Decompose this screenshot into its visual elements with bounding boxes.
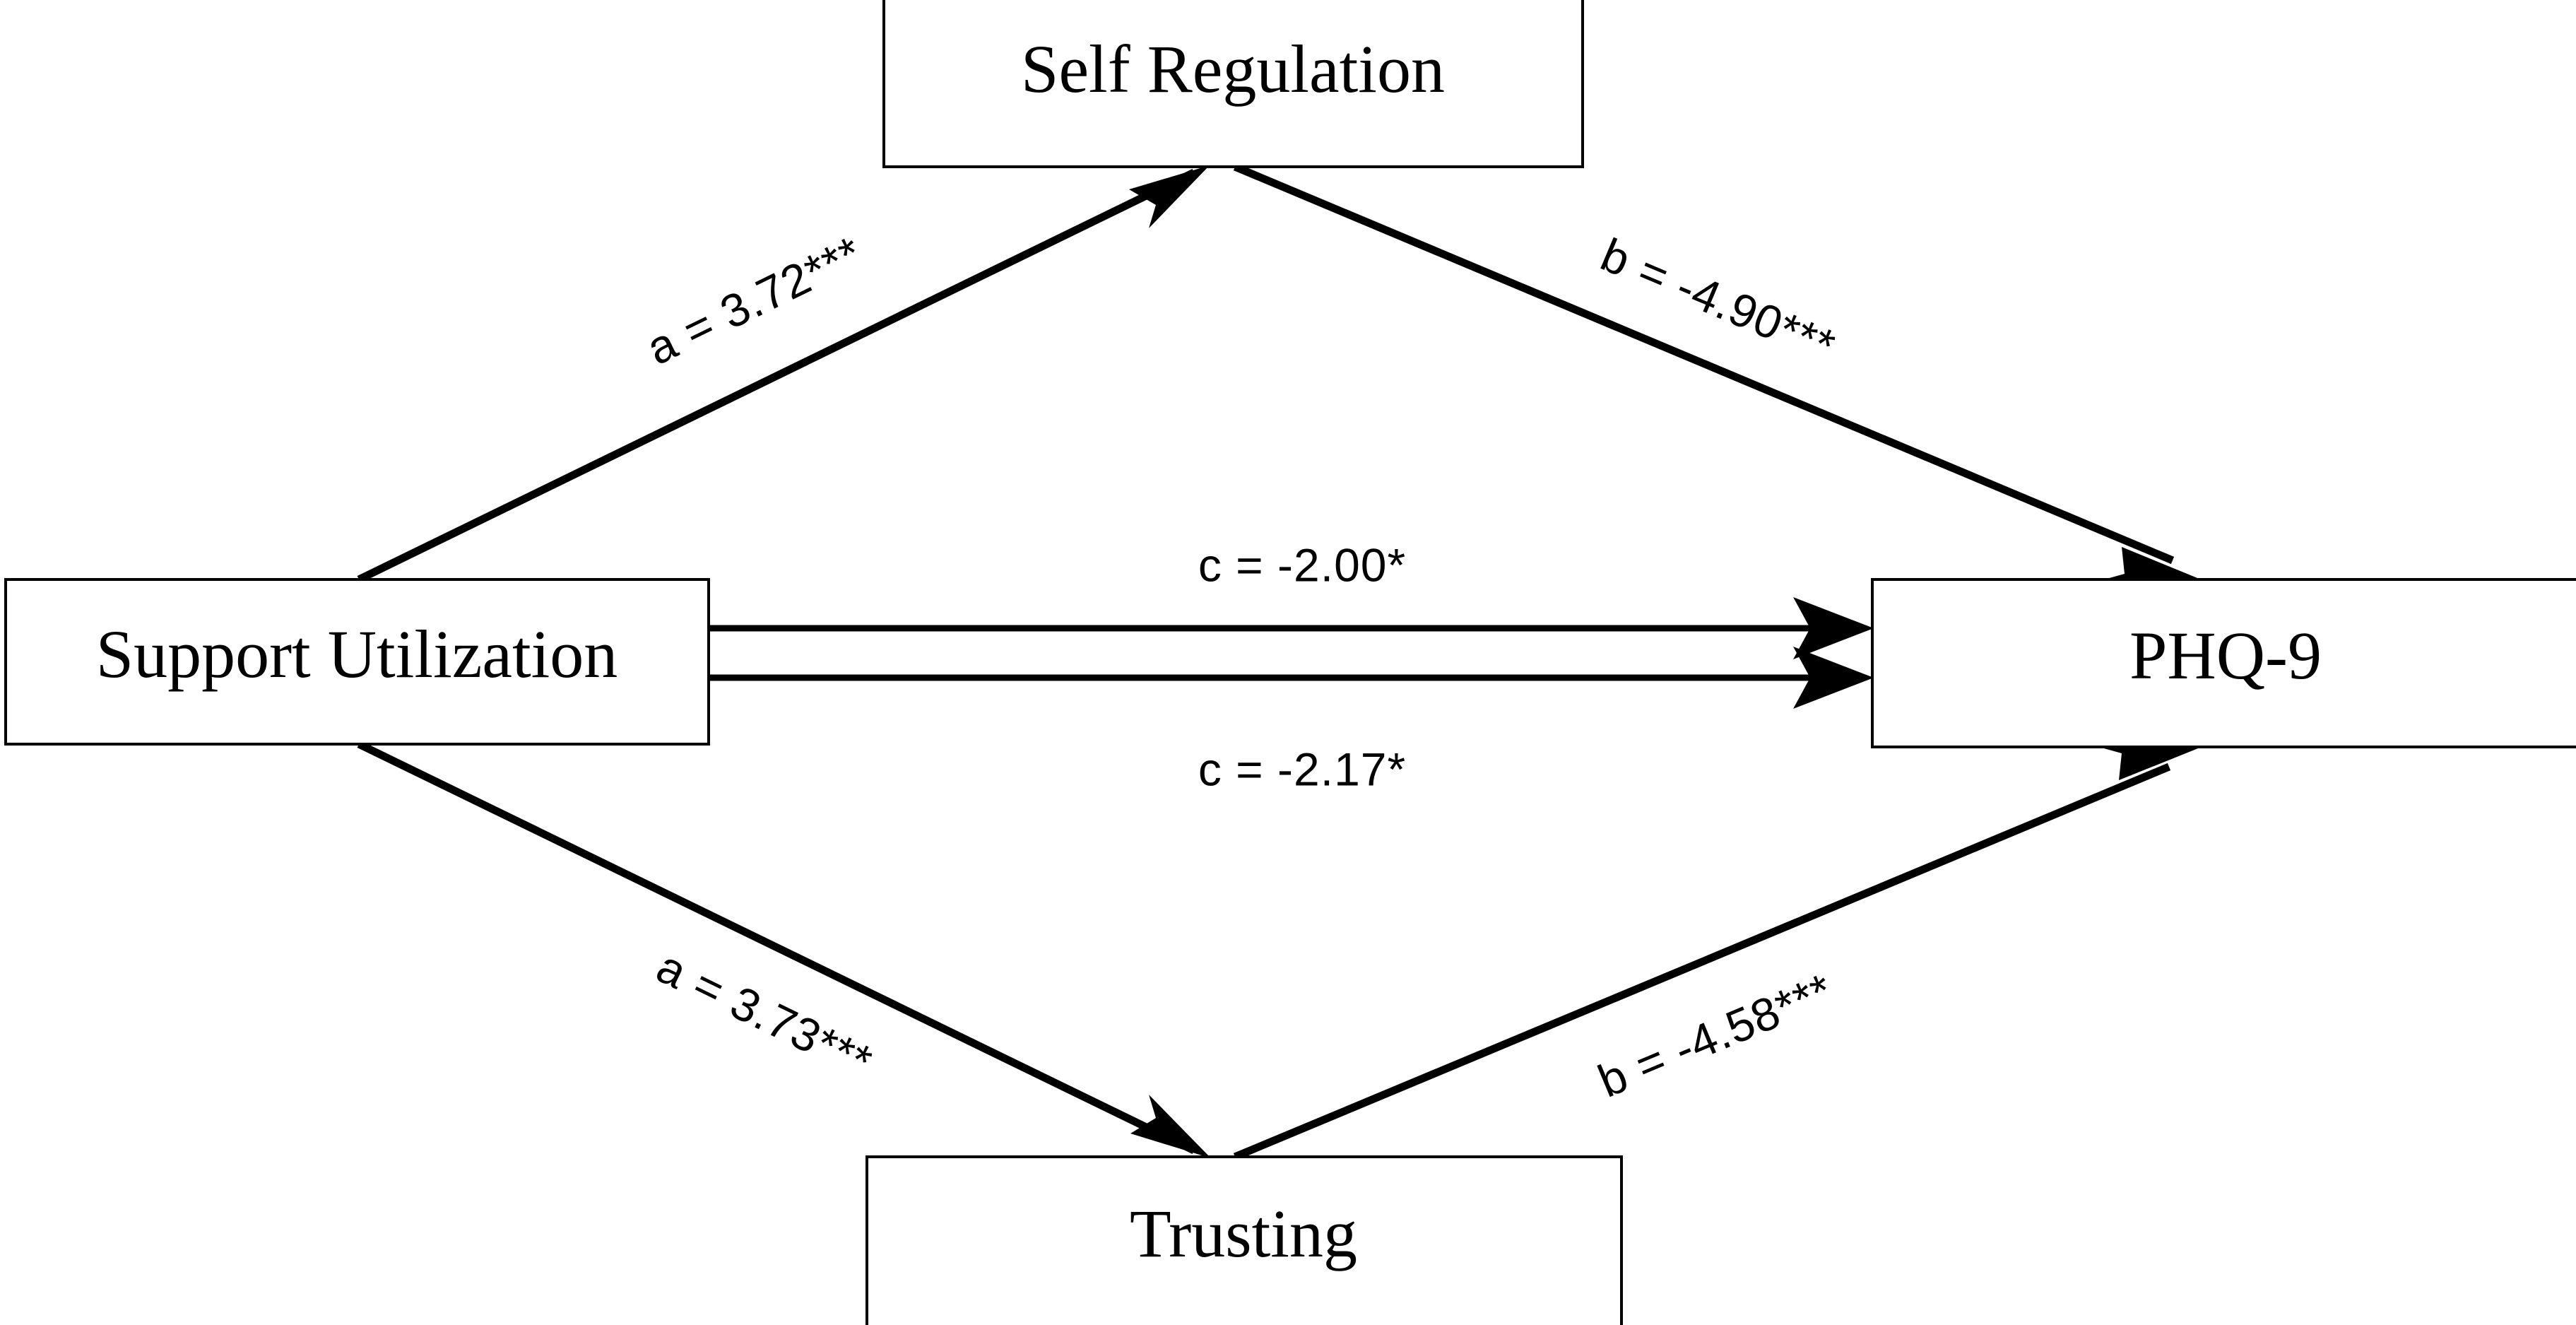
node-trusting-label: Trusting bbox=[1130, 1196, 1357, 1271]
edge-a-top bbox=[357, 165, 1210, 583]
node-support-utilization-box[interactable] bbox=[4, 578, 710, 746]
edge-label-b-bottom: b = -4.58*** bbox=[1590, 963, 1840, 1107]
edge-a-top-line bbox=[357, 169, 1196, 583]
node-self-regulation-box[interactable] bbox=[882, 0, 1584, 168]
edge-label-a-bottom: a = 3.73*** bbox=[649, 940, 881, 1088]
node-self-regulation[interactable]: Self Regulation bbox=[882, 0, 1584, 168]
node-trusting[interactable]: Trusting bbox=[865, 1155, 1623, 1325]
node-phq9-box[interactable] bbox=[1871, 578, 2576, 748]
node-trusting-box[interactable] bbox=[865, 1155, 1623, 1325]
edge-b-bottom bbox=[1233, 746, 2202, 1161]
edge-b-top-line bbox=[1233, 163, 2175, 565]
edge-c-upper bbox=[709, 597, 1874, 659]
edge-a-top-arrowhead bbox=[1129, 165, 1210, 228]
node-phq9[interactable]: PHQ-9 bbox=[1871, 578, 2576, 748]
edge-b-top-arrowhead bbox=[2099, 547, 2204, 581]
edge-label-a-top: a = 3.72*** bbox=[639, 226, 870, 375]
node-self-regulation-label: Self Regulation bbox=[1021, 31, 1445, 107]
node-support-utilization[interactable]: Support Utilization bbox=[4, 578, 710, 746]
edge-b-bottom-line bbox=[1233, 762, 2171, 1161]
edge-b-top bbox=[1233, 163, 2204, 581]
edge-label-c-lower: c = -2.17* bbox=[1198, 743, 1406, 795]
edge-c-lower bbox=[709, 647, 1874, 709]
edge-c-lower-arrowhead bbox=[1793, 647, 1874, 709]
edge-a-bottom-line bbox=[357, 741, 1196, 1154]
node-phq9-label: PHQ-9 bbox=[2129, 618, 2322, 693]
edge-b-bottom-arrowhead bbox=[2096, 746, 2202, 780]
edge-c-upper-arrowhead bbox=[1793, 597, 1874, 659]
edge-label-b-top: b = -4.90*** bbox=[1594, 228, 1843, 372]
edge-a-bottom bbox=[357, 741, 1211, 1158]
node-support-utilization-label: Support Utilization bbox=[96, 616, 618, 692]
edge-label-c-upper: c = -2.00* bbox=[1198, 538, 1406, 591]
edge-a-bottom-arrowhead bbox=[1130, 1095, 1211, 1158]
